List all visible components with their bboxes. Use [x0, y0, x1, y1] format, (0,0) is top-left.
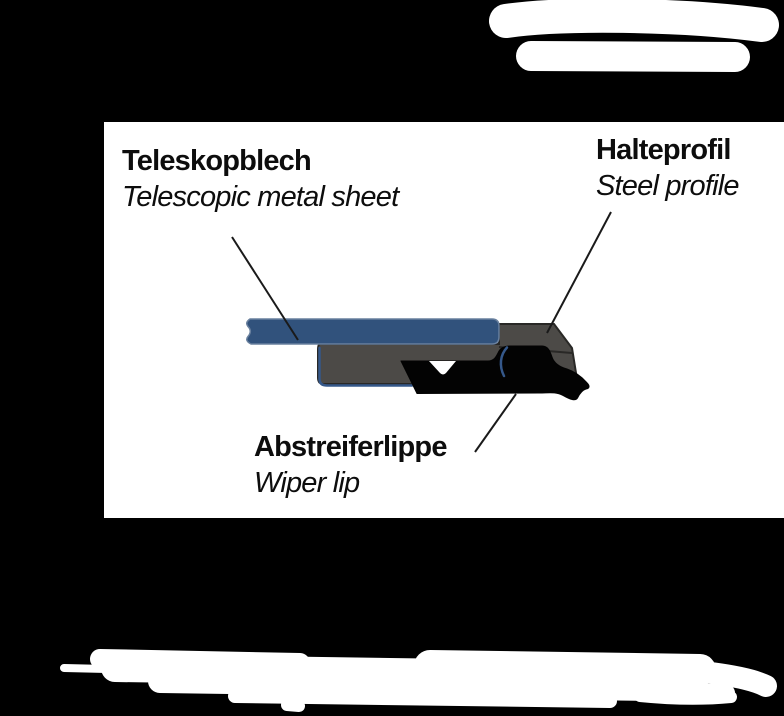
wiper-lip-shape [400, 345, 590, 401]
label-telescopic-sheet-en: Telescopic metal sheet [122, 181, 399, 213]
leader-line-telescopic-sheet [231, 236, 299, 341]
label-steel-profile-en: Steel profile [596, 170, 740, 202]
leader-line-steel-profile [546, 211, 612, 334]
marker-scribble-bottom [60, 649, 777, 712]
label-steel-profile-de: Halteprofil [596, 134, 731, 166]
wiper-blade-diagram [231, 211, 612, 453]
telescopic-sheet-shape [245, 318, 500, 345]
label-wiper-lip-en: Wiper lip [254, 467, 360, 499]
sheet-edge-under-profile [318, 346, 414, 387]
label-steel-profile: Halteprofil Steel profile [596, 132, 740, 204]
label-telescopic-sheet: Teleskopblech Telescopic metal sheet [122, 143, 399, 215]
diagram-panel: Teleskopblech Telescopic metal sheet Hal… [104, 122, 784, 518]
label-wiper-lip-de: Abstreiferlippe [254, 431, 447, 463]
sheet-edge-at-hump [499, 346, 509, 378]
label-telescopic-sheet-de: Teleskopblech [122, 145, 312, 177]
label-wiper-lip: Abstreiferlippe Wiper lip [254, 429, 447, 501]
lip-notch [429, 361, 456, 375]
leader-line-wiper-lip [474, 393, 517, 453]
marker-scribble-top-right [489, 0, 779, 72]
